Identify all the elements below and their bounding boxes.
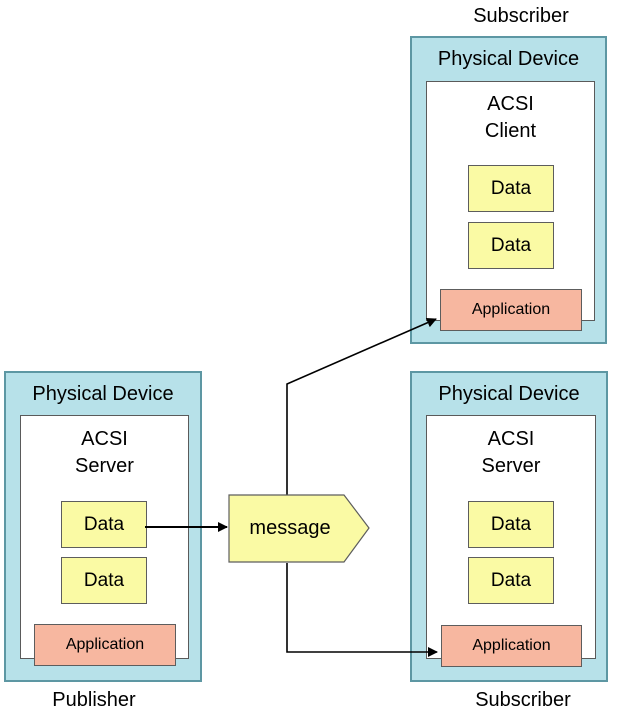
subscriber-top-caption: Subscriber	[473, 5, 569, 27]
publisher-data-2: Data	[61, 557, 147, 604]
message-label: message	[249, 516, 331, 539]
subscriber-top-data-1: Data	[468, 165, 554, 212]
publisher-acsi-line-1: ACSI	[81, 428, 128, 450]
subscriber-top-acsi-container: ACSI Client Data Data	[426, 81, 595, 321]
subscriber-bottom-acsi-label: ACSI Server	[427, 426, 595, 480]
subscriber-bottom-acsi-line-2: Server	[481, 455, 541, 477]
subscriber-bottom-data-1: Data	[468, 501, 554, 548]
subscriber-top-application: Application	[440, 289, 582, 331]
message-shape	[228, 494, 370, 563]
subscriber-bottom-acsi-line-1: ACSI	[487, 428, 535, 450]
publisher-acsi-line-2: Server	[75, 455, 134, 477]
subscriber-top-acsi-line-1: ACSI	[487, 93, 534, 115]
message-to-bottom-subscriber-arrow	[286, 563, 438, 657]
subscriber-bottom-device: Physical Device ACSI Server Data Data Ap…	[410, 371, 608, 682]
subscriber-top-acsi-line-2: Client	[484, 120, 537, 142]
subscriber-top-device: Physical Device ACSI Client Data Data Ap…	[410, 36, 607, 344]
subscriber-bottom-application: Application	[441, 625, 582, 667]
subscriber-bottom-acsi-container: ACSI Server Data Data	[426, 415, 596, 659]
publisher-acsi-label: ACSI Server	[21, 426, 188, 480]
subscriber-bottom-caption: Subscriber	[475, 689, 571, 711]
subscriber-bottom-device-title: Physical Device	[438, 383, 580, 405]
publisher-caption: Publisher	[52, 689, 136, 711]
publisher-data-1: Data	[61, 501, 147, 548]
message-to-top-subscriber-arrow	[286, 318, 437, 495]
subscriber-top-acsi-label: ACSI Client	[427, 91, 594, 145]
subscriber-bottom-data-2: Data	[468, 557, 554, 604]
subscriber-top-device-title: Physical Device	[437, 48, 580, 70]
publisher-application: Application	[34, 624, 176, 666]
publisher-acsi-container: ACSI Server Data Data	[20, 415, 189, 659]
publisher-device-title: Physical Device	[32, 383, 174, 405]
subscriber-top-data-2: Data	[468, 222, 554, 269]
